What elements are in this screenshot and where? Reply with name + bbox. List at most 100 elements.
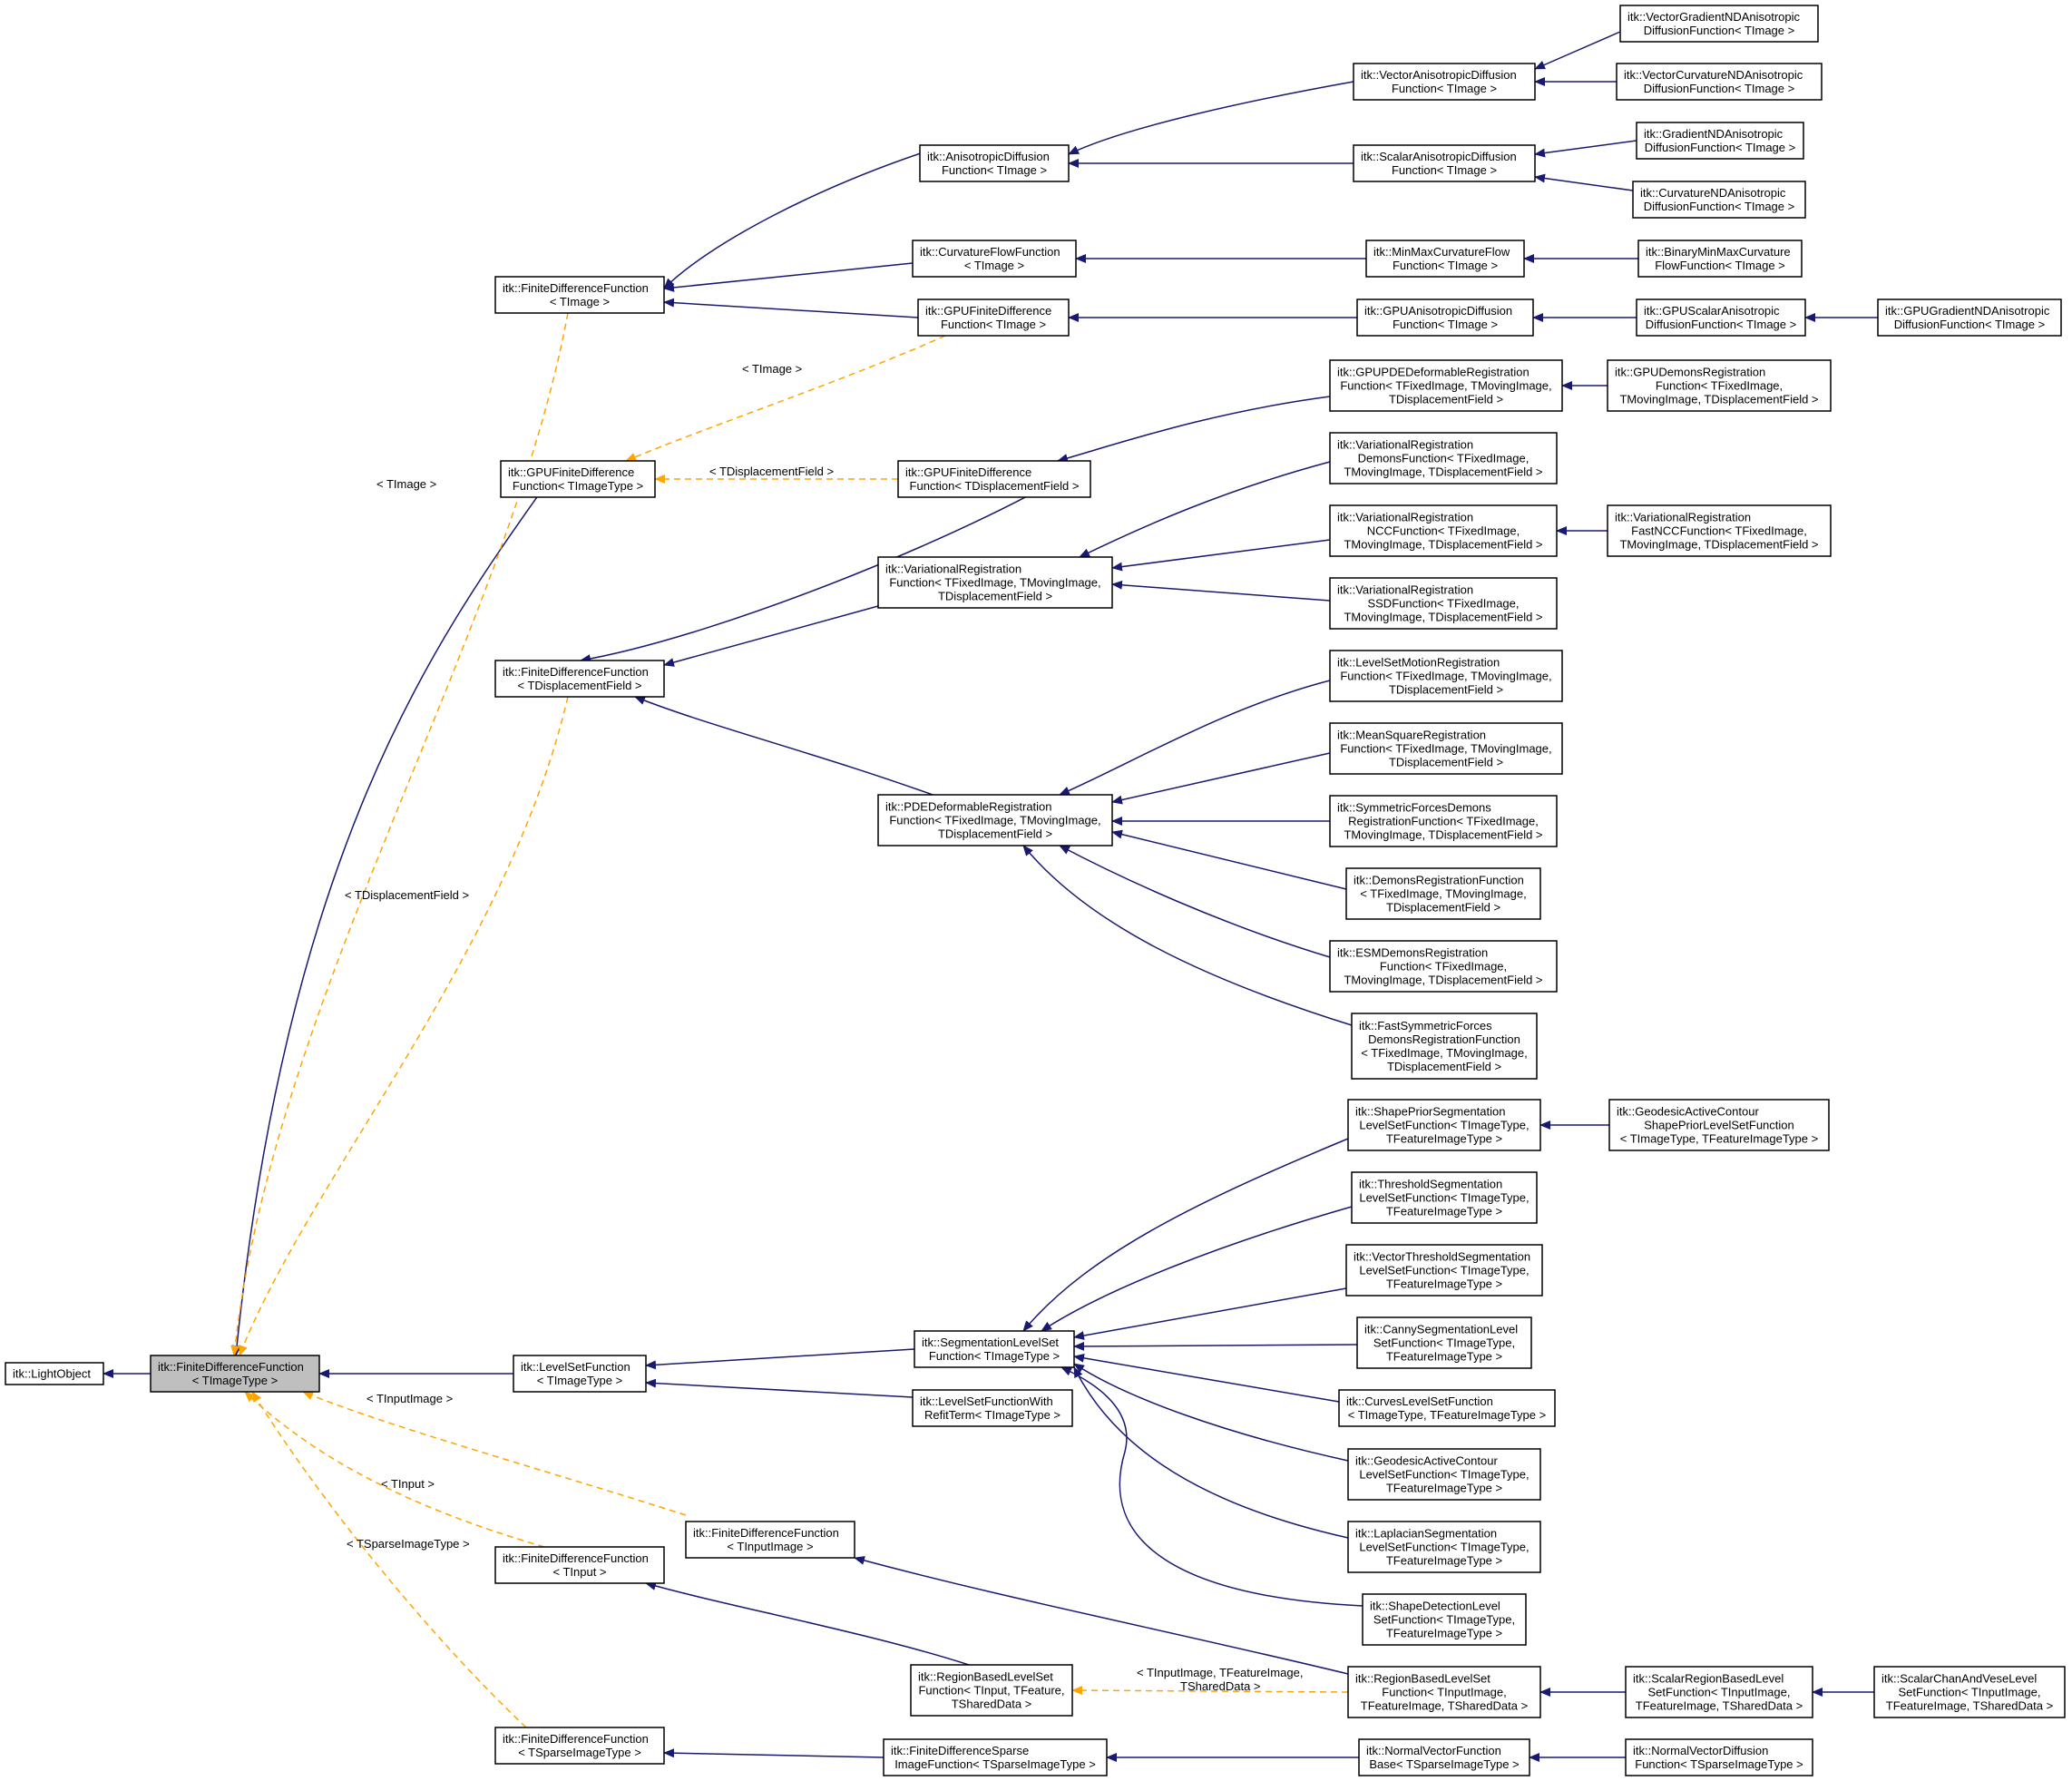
class-node-box xyxy=(1608,1099,1830,1151)
edge-label-tdisp_gpu: < TDisplacementField > xyxy=(709,465,834,478)
inheritance-edge-48 xyxy=(1534,173,1634,191)
class-node-fdf-tinputimage[interactable]: itk::FiniteDifferenceFunction< TInputIma… xyxy=(685,1521,855,1559)
inheritance-edge-17 xyxy=(645,1378,914,1398)
class-node-box xyxy=(1356,1316,1532,1369)
class-node-box xyxy=(1329,650,1563,702)
class-node-fdf-timage[interactable]: itk::FiniteDifferenceFunction< TImage > xyxy=(494,276,665,314)
class-node-box xyxy=(897,460,1091,498)
inheritance-edge-24 xyxy=(1057,396,1331,463)
edge-label-tsparse: < TSparseImageType > xyxy=(347,1537,470,1551)
class-node-box xyxy=(1356,298,1534,337)
class-node-curvflow[interactable]: itk::CurvatureFlowFunction< TImage > xyxy=(912,240,1077,278)
class-node-label: itk::CurvesLevelSetFunction< TImageType,… xyxy=(1346,1394,1546,1422)
class-node-lightobject[interactable]: itk::LightObject xyxy=(5,1362,104,1385)
inheritance-edge-10 xyxy=(663,298,919,318)
inheritance-edge-36 xyxy=(1073,1287,1347,1340)
class-node-box xyxy=(877,794,1113,846)
class-node-box xyxy=(1347,1448,1541,1501)
class-node-label: itk::FiniteDifferenceFunction< TDisplace… xyxy=(503,665,649,692)
class-node-demonsreg[interactable]: itk::DemonsRegistrationFunction< TFixedI… xyxy=(1345,867,1541,920)
inheritance-edge-38 xyxy=(1073,1353,1340,1403)
class-node-fdf-tinput[interactable]: itk::FiniteDifferenceFunction< TInput > xyxy=(494,1546,665,1584)
class-node-box xyxy=(1329,577,1558,630)
template-edge-42 xyxy=(1071,1686,1349,1696)
class-node-levelsetfunction[interactable]: itk::LevelSetFunction< TImageType > xyxy=(513,1355,647,1393)
class-node-box xyxy=(912,240,1077,278)
class-node-fdf-timagetype[interactable]: itk::FiniteDifferenceFunction< TImageTyp… xyxy=(150,1355,320,1393)
class-node-box xyxy=(494,276,665,314)
class-node-fdf-tsparse[interactable]: itk::FiniteDifferenceFunction< TSparseIm… xyxy=(494,1727,665,1765)
class-node-box xyxy=(1362,1593,1527,1646)
class-node-box xyxy=(1365,240,1525,278)
class-node-box xyxy=(494,1546,665,1584)
class-node-curveslevel[interactable]: itk::CurvesLevelSetFunction< TImageType,… xyxy=(1338,1389,1556,1427)
class-node-fdf-tdisp[interactable]: itk::FiniteDifferenceFunction< TDisplace… xyxy=(494,660,665,698)
class-node-label: itk::LightObject xyxy=(13,1367,91,1381)
class-node-box xyxy=(5,1362,104,1385)
class-node-box xyxy=(1351,1171,1538,1224)
inheritance-edge-2 xyxy=(232,460,563,1356)
